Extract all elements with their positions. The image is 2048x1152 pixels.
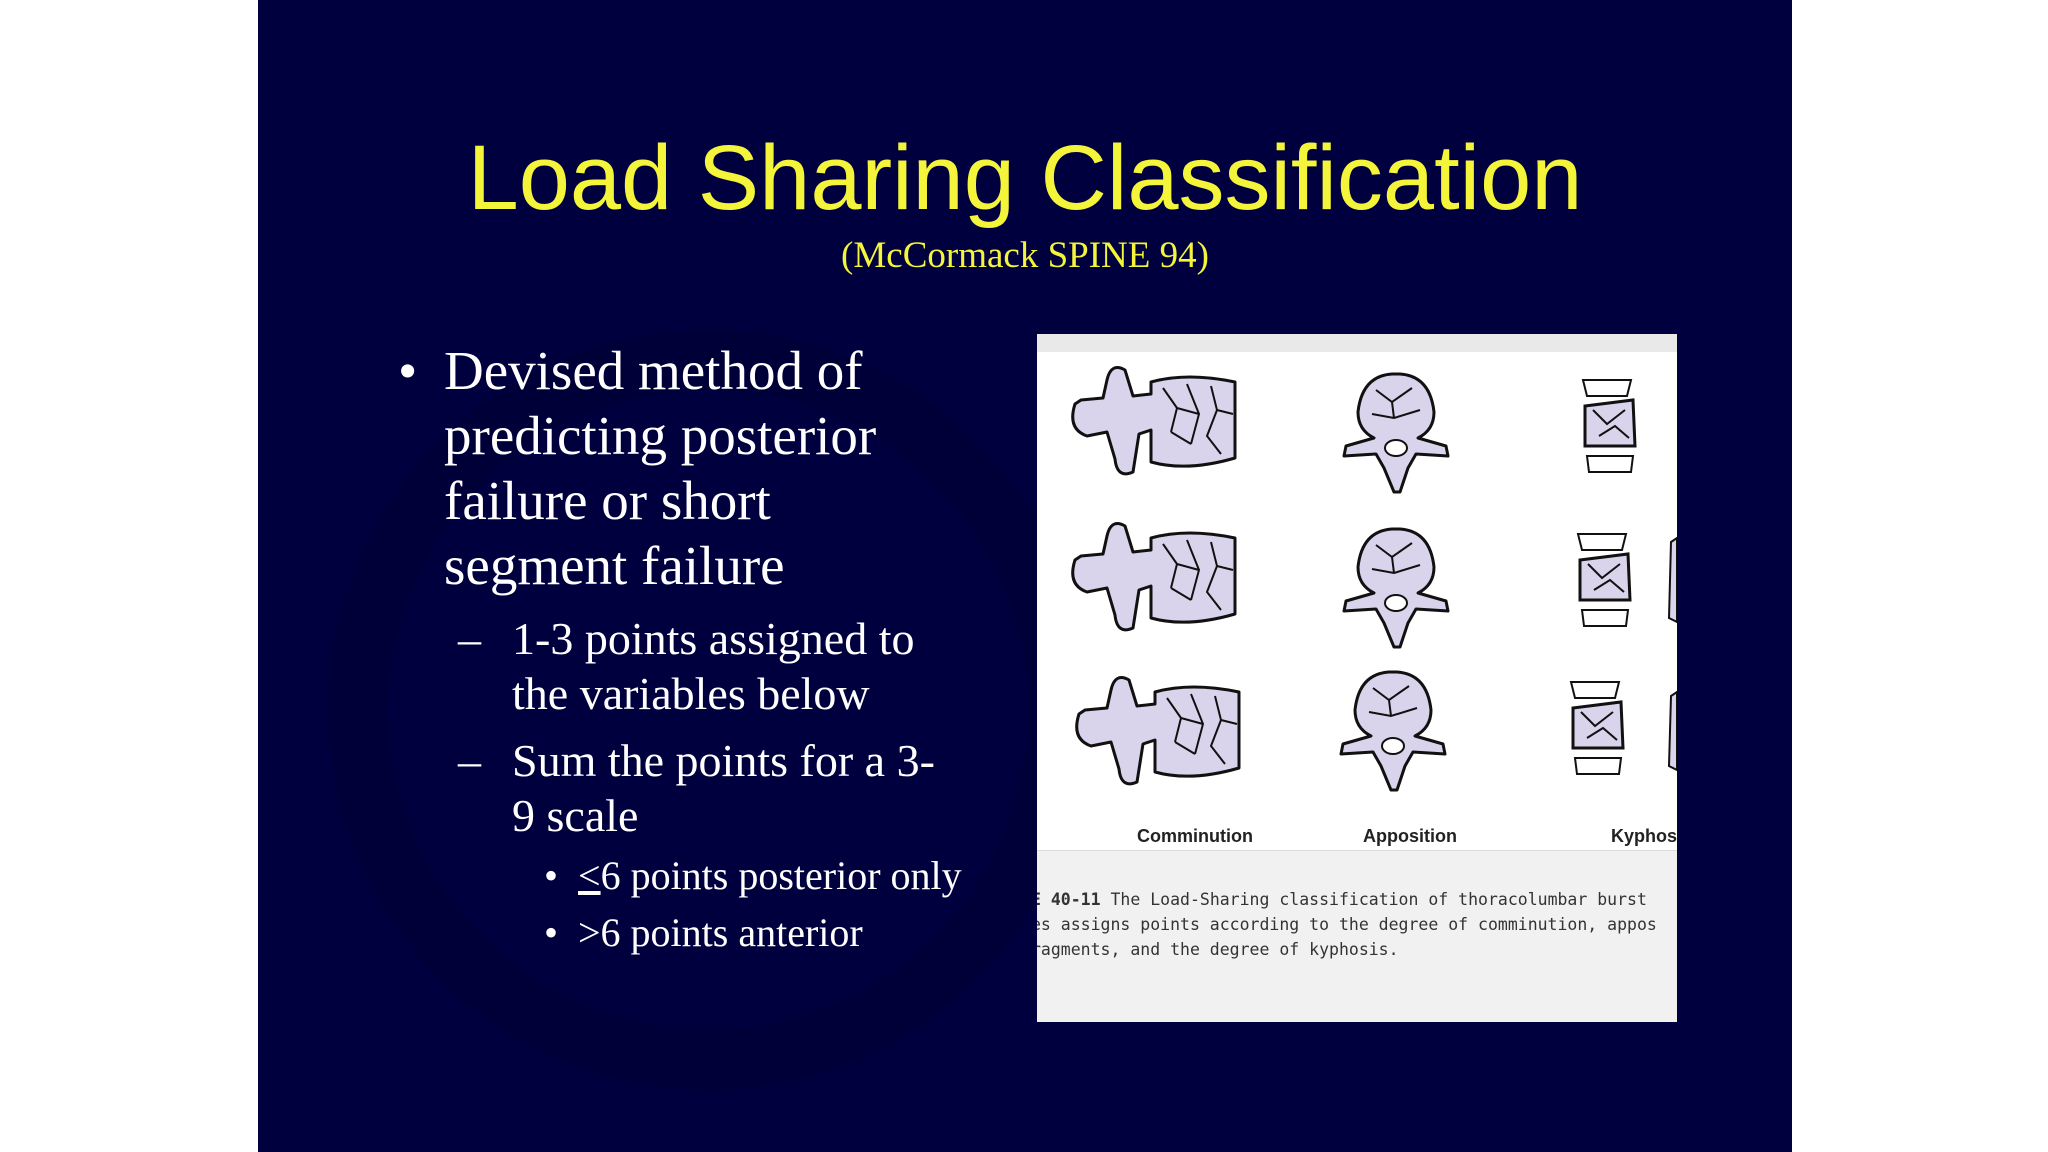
lateral-vertebra-mild [1071, 366, 1237, 476]
sub-bullet-line: 9 scale [512, 790, 639, 841]
column-label-apposition: Apposition [1363, 826, 1457, 846]
sub-bullet-line: Sum the points for a 3- [512, 735, 935, 786]
figure-caption: E 40-11 The Load-Sharing classification … [1037, 887, 1677, 962]
subsub-bullet-posterior: • <6 points posterior only [544, 852, 1038, 900]
column-label-kyphosis: Kyphos [1611, 826, 1677, 846]
sub-bullet-line: 1-3 points assigned to [512, 613, 915, 664]
bullet-marker: • [544, 853, 559, 898]
lateral-vertebra-severe [1075, 676, 1241, 786]
lateral-vertebra-moderate [1071, 522, 1237, 632]
bullet-marker: • [544, 910, 559, 955]
sub-bullet-sum: – Sum the points for a 3- 9 scale [458, 733, 1032, 843]
bullet-main-line: Devised method of [444, 340, 863, 401]
kyphosis-segment-moderate [1576, 532, 1632, 628]
sub-bullet-line: the variables below [512, 668, 870, 719]
caption-text: The Load-Sharing classification of thora… [1100, 890, 1647, 909]
kyphosis-segment-severe [1569, 680, 1625, 776]
column-label-comminution: Comminution [1137, 826, 1253, 846]
axial-vertebra-severe [1339, 670, 1447, 792]
subsub-bullet-text: >6 points anterior [578, 910, 863, 955]
bullet-main-line: segment failure [444, 535, 785, 596]
subsub-bullet-text: 6 points posterior only [600, 853, 962, 898]
bullet-main-line: failure or short [444, 470, 771, 531]
figure-number: E 40-11 [1037, 890, 1101, 909]
slide: Load Sharing Classification (McCormack S… [258, 0, 1792, 1152]
axial-vertebra-mild [1342, 372, 1450, 494]
subsub-bullet-anterior: • >6 points anterior [544, 909, 1038, 957]
slide-subtitle: (McCormack SPINE 94) [841, 235, 1209, 276]
slide-title: Load Sharing Classification [467, 127, 1583, 229]
caption-line: ragments, and the degree of kyphosis. [1037, 940, 1399, 959]
bullet-main-line: predicting posterior [444, 405, 877, 466]
axial-vertebra-moderate [1342, 527, 1450, 649]
figure-caption-box: E 40-11 The Load-Sharing classification … [1037, 850, 1677, 1022]
bullet-marker: • [398, 340, 418, 401]
kyphosis-segment-mild [1581, 378, 1637, 474]
figure-load-sharing: Comminution Apposition Kyphos E 40-11 Th… [1037, 334, 1677, 1022]
bullet-main: • Devised method of predicting posterior… [398, 338, 1004, 598]
vertebra-illustration [1071, 366, 1677, 792]
dash-marker: – [458, 735, 481, 786]
sub-bullet-points: – 1-3 points assigned to the variables b… [458, 611, 1032, 721]
dash-marker: – [458, 613, 481, 664]
less-equal-symbol: < [578, 853, 601, 898]
caption-line: es assigns points according to the degre… [1037, 915, 1657, 934]
figure-top-strip [1037, 334, 1677, 352]
caption-line: E 40-11 The Load-Sharing classification … [1037, 887, 1677, 912]
